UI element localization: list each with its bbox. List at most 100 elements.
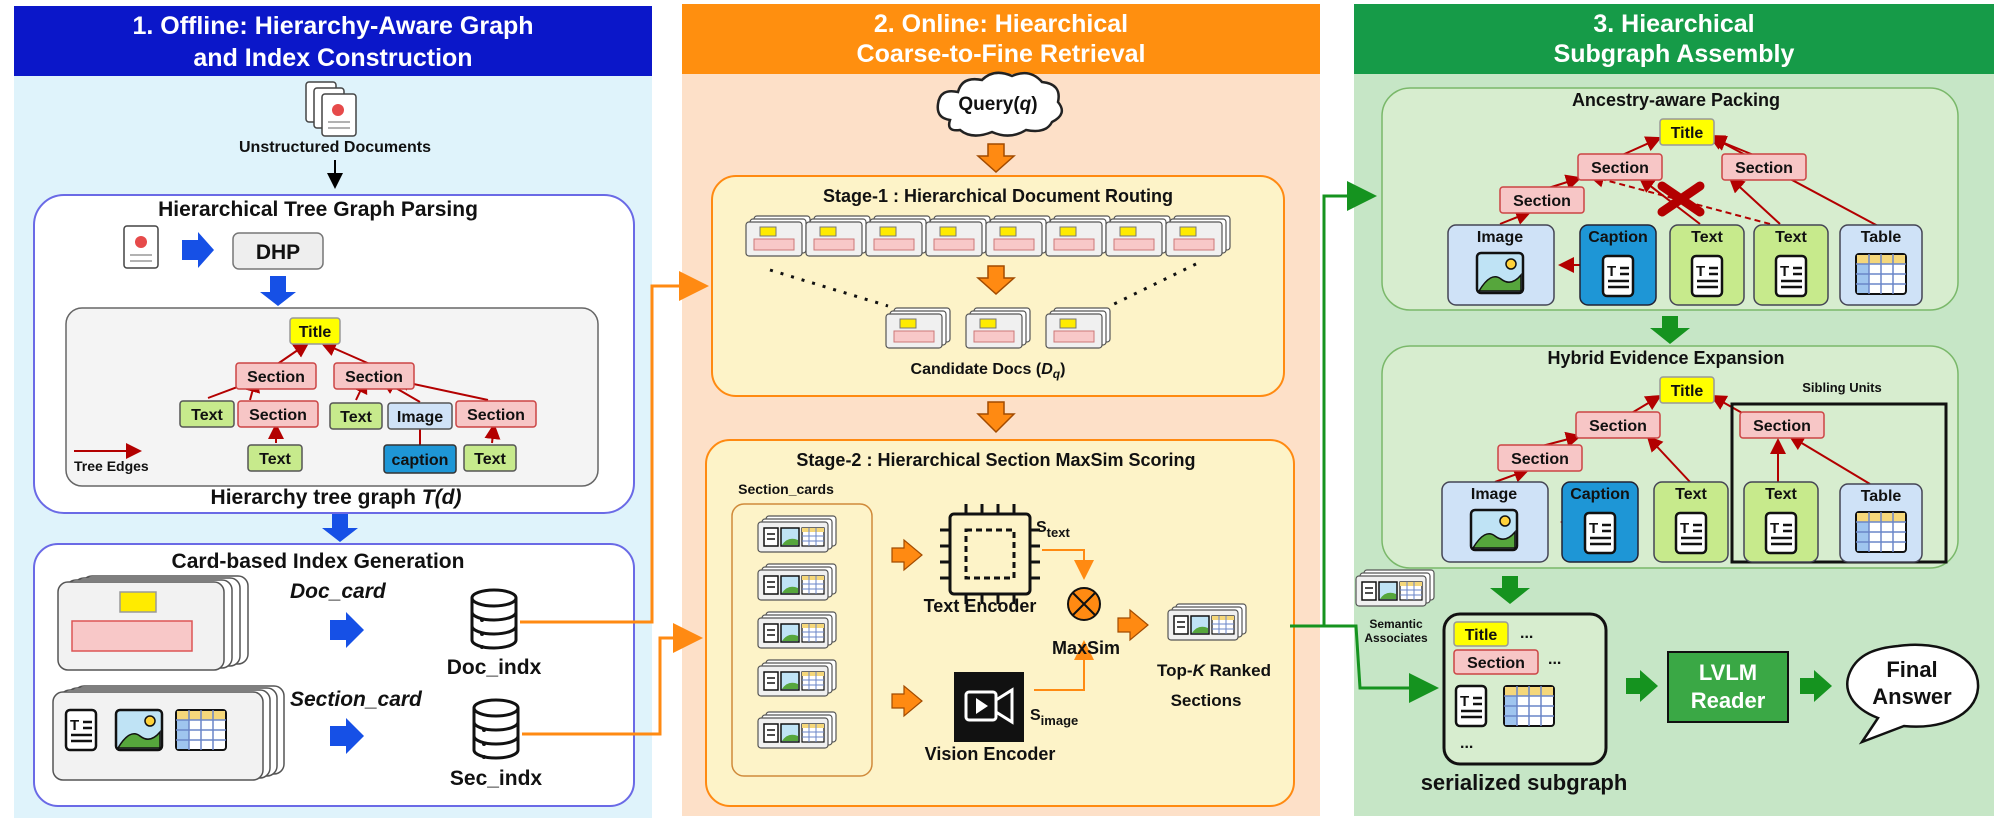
tree-graph-caption: Hierarchy tree graph T(d) [211,486,462,509]
section-card-label: Section_card [290,688,423,711]
arrow-icon [330,612,364,648]
document-icon [123,225,159,269]
query-label: Query(q) [958,94,1037,115]
section-card [757,515,837,553]
document-card [1045,215,1111,257]
document-card [745,215,811,257]
arrow-icon [182,232,214,268]
section-card [757,711,837,749]
section-node [1577,153,1663,181]
serialized-subgraph-label: serialized subgraph [1421,770,1628,795]
x-mark-icon [1657,181,1705,217]
tree-text-label: Text [191,407,223,424]
semantic-associates-card [1355,569,1435,607]
semantic-associates-line1: Semantic [1369,617,1423,631]
section-node [1453,649,1539,675]
tree-section-label: Section [247,369,305,386]
arrow-icon [260,276,296,306]
section-cards-label: Section_cards [738,481,834,497]
s-text-label: Stext [1036,519,1070,540]
lvlm-reader-box [1667,651,1789,723]
document-card [985,215,1051,257]
video-icon [976,698,988,714]
table-icon [1855,511,1907,553]
text-node-label: Text [1691,229,1723,246]
parsing-title: Hierarchical Tree Graph Parsing [158,198,478,221]
doc-index-to-stage1-arrow [520,271,709,624]
section-index-database-icon [472,698,520,761]
panel1-header [14,6,652,76]
s-image-arrow [1034,640,1094,691]
panel3-title-line2: Subgraph Assembly [1554,40,1795,68]
section-node [1499,186,1585,214]
text-doc-icon [1764,511,1798,555]
panel2-title-line1: 2. Online: Hiearchical [874,10,1128,38]
retrieval-to-subgraph-arrow [1324,624,1439,703]
text-node-label: Text [1775,229,1807,246]
tree-caption-label: caption [392,452,449,469]
ellipsis: ... [1460,735,1473,752]
tree-text-node [463,444,517,472]
tree-section-node [235,362,317,390]
tree-text-node [247,444,303,472]
image-node-label: Image [1471,486,1517,503]
section-node-label: Section [1467,655,1525,672]
stage1-title: Stage-1 : Hierarchical Document Routing [823,186,1173,206]
panel1-title-line1: 1. Offline: Hierarchy-Aware Graph [132,12,533,40]
image-icon [1469,508,1519,552]
semantic-associates-line2: Associates [1364,631,1428,645]
title-node-label: Title [1671,125,1704,142]
image-icon [114,708,164,752]
vision-encoder-label: Vision Encoder [925,744,1056,764]
section-node-label: Section [1753,418,1811,435]
title-node-label: Title [1671,383,1704,400]
topk-label: Top-K Ranked [1157,661,1271,680]
panel3-header [1354,4,1994,74]
s-image-label: Simage [1030,707,1078,728]
candidate-doc-card [965,307,1031,349]
tree-edges-label: Tree Edges [74,458,149,474]
table-node-label: Table [1861,229,1902,246]
section-card [757,659,837,697]
panel2-title-line2: Coarse-to-Fine Retrieval [857,40,1146,68]
section-card-stack [52,685,285,781]
panel1-title-line2: and Index Construction [193,44,472,72]
tree-text-node [329,402,383,430]
image-node-label: Image [1477,229,1523,246]
ellipsis: ... [1548,651,1561,668]
section-node-label: Section [1511,451,1569,468]
title-node-label: Title [1465,627,1498,644]
chip-icon [940,504,1040,604]
routing-dots [1109,262,1197,308]
tree-text-label: Text [259,451,291,468]
documents-icon [305,81,357,137]
candidate-docs-label: Candidate Docs (Dq) [911,361,1066,381]
document-card [1165,215,1231,257]
video-icon [994,687,1014,725]
arrow-icon [891,538,923,572]
text-node-label: Text [1675,486,1707,503]
s-text-arrow [1042,549,1094,580]
section-node-label: Section [1589,418,1647,435]
sibling-units-box [1730,402,1948,564]
maxsim-circle-icon [1072,592,1096,616]
candidate-doc-card [1045,307,1111,349]
panel-offline: 1. Offline: Hierarchy-Aware Graph and In… [14,6,652,818]
topk-label-line2: Sections [1171,691,1242,710]
title-node [1659,118,1715,146]
arrow-icon [1490,576,1530,604]
table-node-label: Table [1861,488,1902,505]
candidate-doc-card [885,307,951,349]
tree-image-node [387,402,453,430]
speech-bubble-icon [1846,643,1980,745]
sec-indx-label: Sec_indx [450,767,543,790]
doc-card-stack [57,575,249,671]
dhp-label: DHP [256,241,300,264]
tree-caption-node [383,444,457,474]
document-card [805,215,871,257]
arrow-icon [1650,316,1690,344]
tree-text-label: Text [474,451,506,468]
document-card [925,215,991,257]
tree-section-label: Section [345,369,403,386]
tree-section-node [455,400,537,428]
